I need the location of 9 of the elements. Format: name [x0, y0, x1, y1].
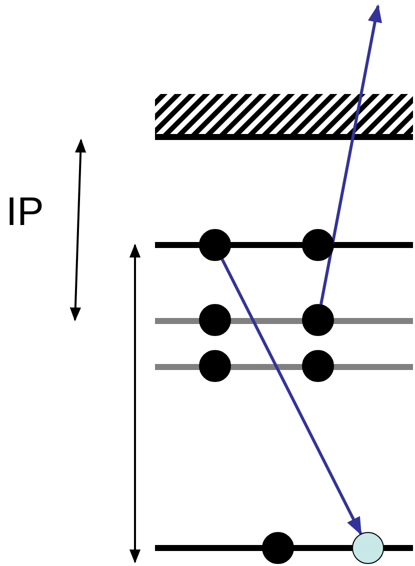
arrow — [220, 258, 362, 536]
electron-circle — [302, 350, 334, 382]
electron-circle — [302, 229, 334, 261]
electron-circle — [199, 304, 231, 336]
energy-label: IP — [6, 192, 44, 232]
electron-circle — [302, 304, 334, 336]
hole-circle — [352, 532, 384, 564]
electron-circle — [199, 350, 231, 382]
arrow — [320, 4, 382, 305]
